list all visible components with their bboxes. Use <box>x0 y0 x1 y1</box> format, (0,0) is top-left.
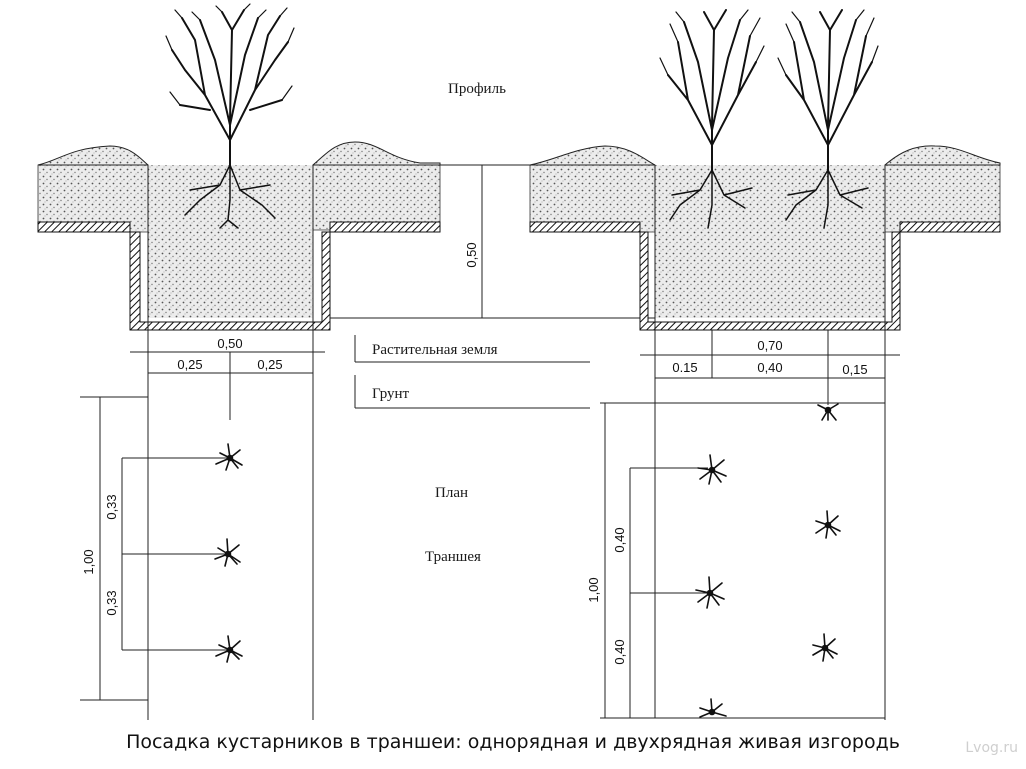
seedling-icon <box>697 454 727 485</box>
right-profile-dims <box>640 318 900 720</box>
soil-legend <box>354 335 590 409</box>
watermark: Lvog.ru <box>965 740 1018 756</box>
right-shrub-icon <box>777 9 879 229</box>
right-edge-left: 0.15 <box>672 360 697 375</box>
seedling-icon <box>699 698 727 718</box>
seedling-icon <box>695 576 725 609</box>
label-plan: План <box>435 485 468 501</box>
seedling-icon <box>815 510 841 539</box>
right-mound-1 <box>529 145 656 166</box>
seedling-icon <box>812 633 838 662</box>
right-trench-wall <box>529 221 1001 331</box>
left-trench-fill <box>148 165 313 318</box>
left-profile-dims <box>130 318 325 720</box>
label-subsoil: Грунт <box>372 386 410 402</box>
right-plan-length: 1,00 <box>586 577 601 602</box>
left-plan <box>80 396 231 701</box>
left-trench-wall <box>37 221 441 331</box>
left-mound-1 <box>37 145 150 166</box>
seedling-icon <box>214 538 241 567</box>
left-plan-spacing-1: 0,33 <box>104 494 119 519</box>
left-plan-length: 1,00 <box>81 549 96 574</box>
label-profile: Профиль <box>448 81 506 97</box>
left-half-left: 0,25 <box>177 357 202 372</box>
right-rows-gap: 0,40 <box>757 360 782 375</box>
label-topsoil: Растительная земля <box>372 342 498 358</box>
right-plan-spacing-2: 0,40 <box>612 639 627 664</box>
right-edge-right: 0,15 <box>842 362 867 377</box>
right-plan-spacing-1: 0,40 <box>612 527 627 552</box>
seedling-icon <box>215 443 243 471</box>
right-width-total: 0,70 <box>757 338 782 353</box>
depth-value: 0,50 <box>464 242 479 267</box>
seedling-icon <box>215 635 243 663</box>
left-profile <box>37 141 441 331</box>
left-shrub-icon <box>165 3 295 229</box>
label-trench: Траншея <box>425 549 481 565</box>
figure-caption: Посадка кустарников в траншеи: однорядна… <box>126 731 900 753</box>
left-mound-2 <box>311 141 441 166</box>
left-ground-strip-right <box>312 164 441 231</box>
right-profile <box>529 145 1001 331</box>
depth-dimension <box>330 164 655 319</box>
seedling-icon <box>817 403 839 421</box>
right-plan <box>600 402 885 719</box>
left-half-right: 0,25 <box>257 357 282 372</box>
right-mound-2 <box>883 145 1001 166</box>
left-width-total: 0,50 <box>217 336 242 351</box>
left-plan-spacing-2: 0,33 <box>104 590 119 615</box>
right-shrub-icon <box>659 9 765 229</box>
right-trench-fill <box>655 165 885 318</box>
